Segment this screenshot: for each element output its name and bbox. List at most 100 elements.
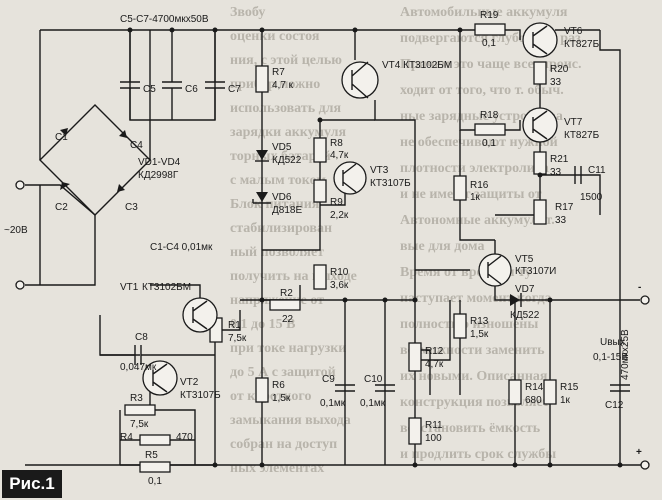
label-vd5-value: КД522 [272, 155, 302, 166]
label-r3-value: 7,5к [130, 419, 149, 430]
resistor-r7 [255, 65, 269, 93]
label-vd7-value: КД522 [510, 310, 540, 321]
capacitor-c12 [610, 384, 630, 392]
label-vt6: VT6 [564, 26, 583, 37]
label-r5: R5 [145, 450, 158, 461]
label-vt3: VT3 [370, 165, 389, 176]
resistor-r9 [313, 179, 327, 203]
label-vd6-value: Д818Е [272, 205, 302, 216]
bleed-line-right: и не имеют защиты от [400, 187, 542, 202]
capacitor-c8 [100, 345, 190, 365]
label-r7-value: 4,7 к [272, 80, 294, 91]
input-terminal-bottom [15, 280, 25, 290]
label-r1: R1 [228, 320, 241, 331]
bleed-line-left: стабилизирован [230, 221, 332, 236]
capacitor-c5 [120, 30, 140, 120]
label-vd6: VD6 [272, 192, 292, 203]
output-terminal-minus [640, 295, 650, 305]
bleed-line-left: использовать для [230, 101, 342, 116]
bleed-line-right: плотности электролита [400, 161, 549, 176]
bleed-line-right: не обеспечивают нужной [400, 135, 558, 150]
label-vt1: VT1 [120, 282, 139, 293]
label-r1-value: 7,5к [228, 333, 247, 344]
bleed-line-left: 0,1 до 15 В [230, 317, 295, 332]
transistor-vt1 [182, 297, 218, 333]
bleed-line-left: с малым током [230, 173, 326, 188]
resistor-r4 [139, 434, 171, 446]
bleed-line-left: оценки состоя [230, 29, 320, 44]
diodes [60, 128, 522, 307]
transistor-vt4 [341, 61, 379, 99]
capacitor-c7 [205, 30, 225, 120]
label-c2: С2 [55, 202, 68, 213]
label-r14-value: 680 [525, 395, 542, 406]
bleed-line-left: при токе нагрузки [230, 341, 346, 356]
bleed-line-left: от короткого [230, 389, 311, 404]
bleed-line-left: собран на доступ [230, 437, 337, 452]
capacitor-c10 [375, 384, 395, 392]
resistor-r10 [313, 264, 327, 290]
resistor-r13 [453, 313, 467, 339]
resistor-r19 [474, 23, 506, 36]
label-vt1-value: КТ3102БМ [142, 282, 191, 293]
label-r9-value: 2,2к [330, 210, 349, 221]
label-vt4: VT4 КТ3102БМ [382, 60, 452, 71]
resistor-r3 [124, 404, 156, 416]
label-r6-value: 1,5к [272, 393, 291, 404]
bleed-line-right: ходит от того, что т. обыч. [400, 83, 564, 98]
label-r15: R15 [560, 382, 579, 393]
label-vt7: VT7 [564, 117, 583, 128]
diode-vd5 [255, 150, 269, 162]
bleed-line-left: прибор можно [230, 77, 320, 92]
resistor-r17 [533, 199, 547, 225]
transistor-vt3 [333, 161, 367, 195]
bleed-line-right: восстановить ёмкость [400, 421, 541, 436]
label-c9-value: 0,1мк [320, 398, 346, 409]
resistor-r2 [269, 299, 301, 311]
label-c10: С10 [364, 374, 383, 385]
label-c12: С12 [605, 400, 624, 411]
resistors [124, 23, 557, 473]
capacitor-c6 [162, 30, 182, 120]
label-r20-value: 33 [550, 77, 562, 88]
label-c10-value: 0,1мк [360, 398, 386, 409]
label-r8-value: 4,7к [330, 150, 349, 161]
transistors [142, 22, 558, 396]
label-r7: R7 [272, 67, 285, 78]
figure-label: Рис.1 [2, 470, 62, 498]
zener-vd6 [252, 192, 271, 204]
capacitor-c11 [574, 166, 582, 184]
terminals [15, 180, 650, 470]
label-r3: R3 [130, 393, 143, 404]
label-input-voltage: ~20В [4, 225, 28, 236]
label-r2-value: 22 [282, 314, 294, 325]
label-r16-value: 1к [470, 192, 481, 203]
resistor-r8 [313, 137, 327, 163]
label-vt3-value: КТ3107Б [370, 178, 411, 189]
bleed-line-left: ния, с этой целью [230, 53, 342, 68]
resistor-r16 [453, 175, 467, 201]
component-labels: С5-С7-4700мкх50В С5 С6 С7 С1 С4 С2 С3 VD… [4, 10, 642, 487]
label-uout-value: 0,1-15В [593, 352, 628, 363]
bleed-line-right: возможности заменить [400, 343, 545, 358]
label-vt2-value: КТ3107Б [180, 390, 221, 401]
bleed-line-right: полностью изношены [400, 317, 538, 332]
label-c1: С1 [55, 132, 68, 143]
label-r17: R17 [555, 202, 574, 213]
label-r19-value: 0,1 [482, 38, 496, 49]
bleed-line-right: ные зарядные устройства [400, 109, 563, 124]
label-r11: R11 [425, 420, 443, 431]
bleed-line-left: торных батарей [230, 149, 331, 164]
label-c9: С9 [322, 374, 335, 385]
label-r21: R21 [550, 154, 569, 165]
label-vt2: VT2 [180, 377, 199, 388]
junctions [127, 27, 623, 468]
label-c1c4: С1-С4 0,01мк [150, 242, 213, 253]
label-r4: R4 [120, 432, 133, 443]
label-vd1-value: КД2998Г [138, 170, 179, 181]
resistor-r14 [508, 379, 522, 405]
bleed-line-left: зарядки аккумуля [230, 125, 346, 140]
capacitors [100, 30, 630, 392]
